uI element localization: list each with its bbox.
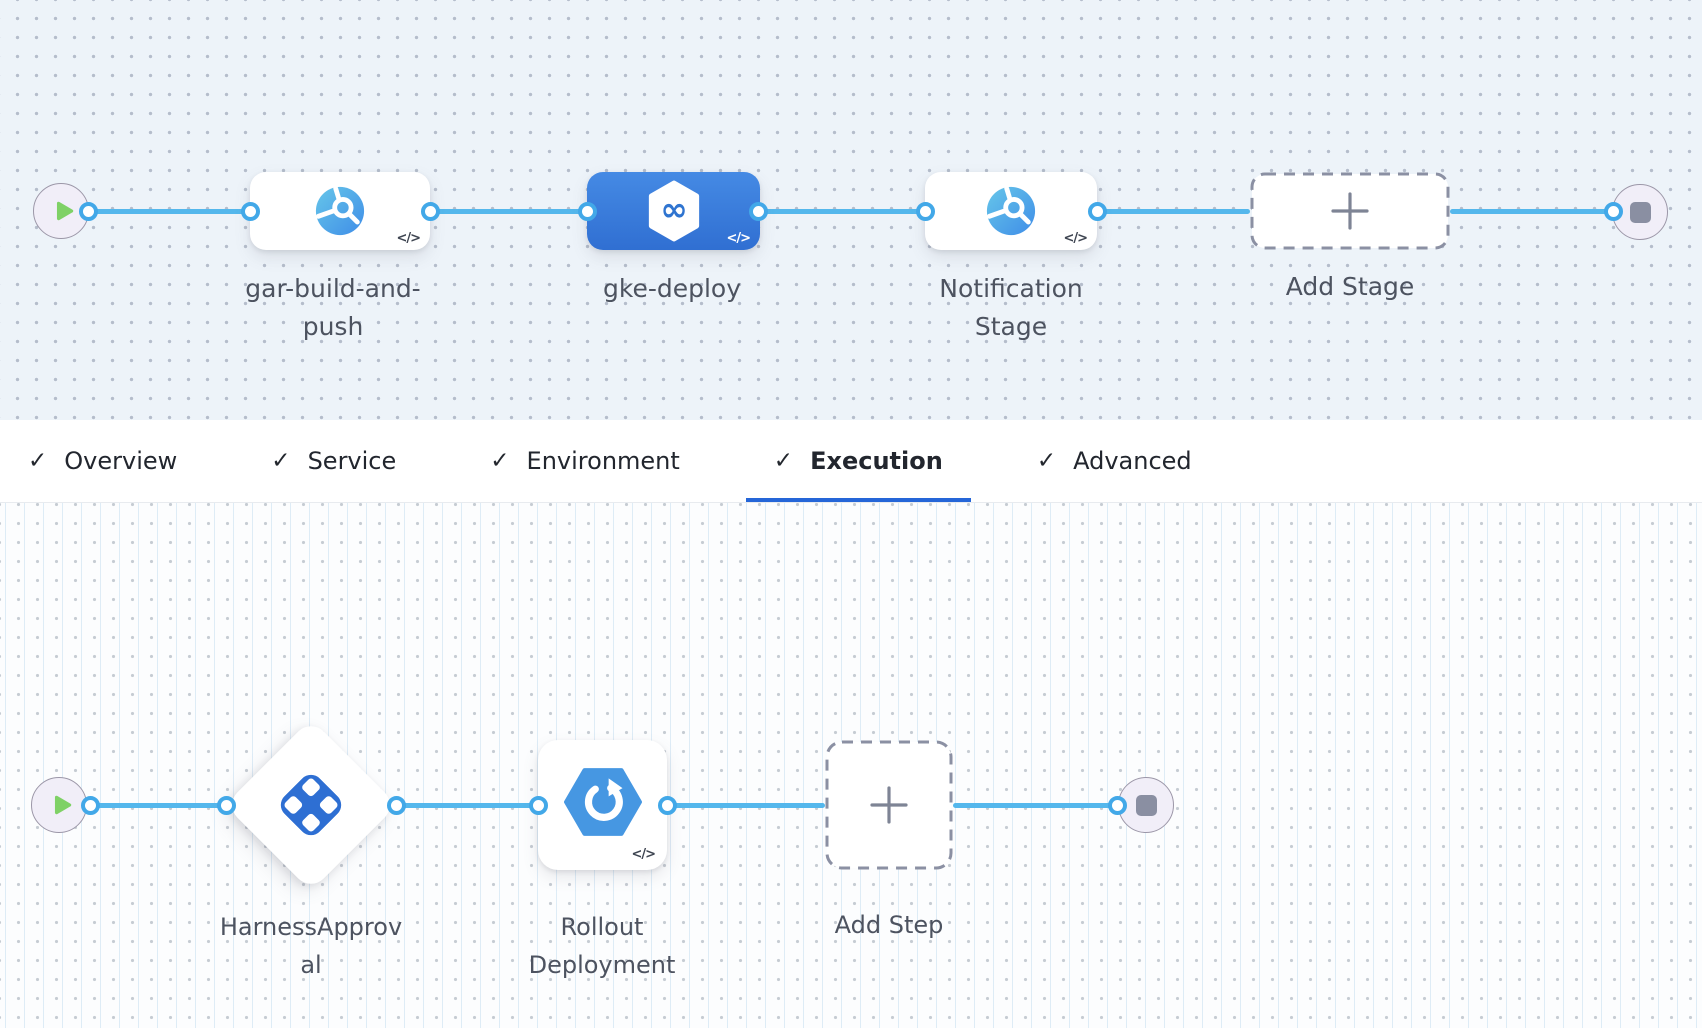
play-icon (54, 795, 71, 815)
connector-port (78, 202, 98, 221)
check-icon: ✓ (271, 448, 291, 474)
code-view-icon: </> (726, 231, 751, 246)
connector-port (216, 796, 236, 815)
play-icon (56, 201, 73, 221)
edge-connector (758, 209, 925, 214)
tab-label: Overview (64, 447, 178, 475)
edge-connector (1450, 209, 1618, 214)
approval-step-icon (280, 774, 342, 836)
add-step-label: Add Step (834, 911, 944, 939)
execution-start-node (31, 777, 87, 833)
check-icon: ✓ (1036, 448, 1057, 474)
connector-port (748, 202, 768, 221)
connector-port (420, 202, 440, 221)
connector-port (1603, 202, 1623, 221)
plus-icon (870, 786, 908, 824)
step-card-rollout-deployment[interactable]: </> (538, 740, 667, 870)
stage-config-tabbar: ✓ Overview ✓ Service ✓ Environment ✓ Exe… (0, 420, 1702, 503)
plus-icon (1331, 192, 1369, 230)
stage-label: gke-deploy (602, 274, 741, 303)
stop-icon (1135, 794, 1157, 816)
tab-overview[interactable]: ✓ Overview (0, 420, 205, 502)
deploy-stage-icon: ∞ (648, 180, 699, 242)
custom-stage-icon (986, 185, 1036, 236)
connector-port (577, 202, 597, 221)
step-label: HarnessApproval (219, 913, 403, 979)
stage-label: Notification Stage (939, 274, 1083, 341)
connector-port (80, 796, 100, 815)
stage-card-notification-stage[interactable]: </> (925, 172, 1097, 250)
stop-icon (1629, 201, 1651, 223)
edge-connector (1097, 209, 1250, 214)
connector-port (528, 796, 548, 815)
step-label: Rollout Deployment (528, 913, 676, 979)
connector-port (386, 796, 406, 815)
stage-label: gar-build-and-push (245, 274, 421, 341)
check-icon: ✓ (490, 448, 510, 474)
tab-label: Service (307, 447, 397, 475)
edge-connector (88, 209, 250, 214)
tab-execution[interactable]: ✓ Execution (745, 420, 971, 502)
tab-label: Advanced (1073, 447, 1192, 475)
edge-connector (667, 803, 825, 808)
tab-service[interactable]: ✓ Service (243, 420, 424, 502)
connector-port (240, 202, 260, 221)
code-view-icon: </> (396, 231, 421, 246)
edge-connector (90, 803, 226, 808)
tab-label: Execution (810, 447, 943, 475)
stage-card-gke-deploy[interactable]: ∞ </> (587, 172, 760, 250)
add-stage-label: Add Stage (1285, 272, 1415, 301)
add-stage-button[interactable] (1250, 172, 1450, 250)
tab-label: Environment (526, 447, 680, 475)
add-step-button[interactable] (825, 740, 953, 870)
stage-graph-canvas: </> ∞ </> </> (0, 0, 1702, 420)
tab-advanced[interactable]: ✓ Advanced (1009, 420, 1220, 502)
code-view-icon: </> (631, 847, 656, 862)
rollout-deployment-icon (563, 768, 642, 836)
execution-end-node (1118, 777, 1174, 833)
connector-port (1107, 796, 1127, 815)
custom-stage-icon (315, 185, 365, 236)
check-icon: ✓ (773, 448, 794, 474)
connector-port (915, 202, 935, 221)
edge-connector (953, 803, 1118, 808)
code-view-icon: </> (1063, 231, 1088, 246)
edge-connector (430, 209, 587, 214)
stage-card-gar-build-and-push[interactable]: </> (250, 172, 430, 250)
tab-environment[interactable]: ✓ Environment (462, 420, 708, 502)
step-card-harness-approval[interactable] (224, 718, 398, 892)
infinity-glyph: ∞ (660, 190, 687, 229)
edge-connector (396, 803, 538, 808)
connector-port (1087, 202, 1107, 221)
check-icon: ✓ (28, 448, 48, 474)
connector-port (657, 796, 677, 815)
execution-graph-canvas: </> HarnessApproval Rollout Deployment (0, 503, 1702, 1028)
